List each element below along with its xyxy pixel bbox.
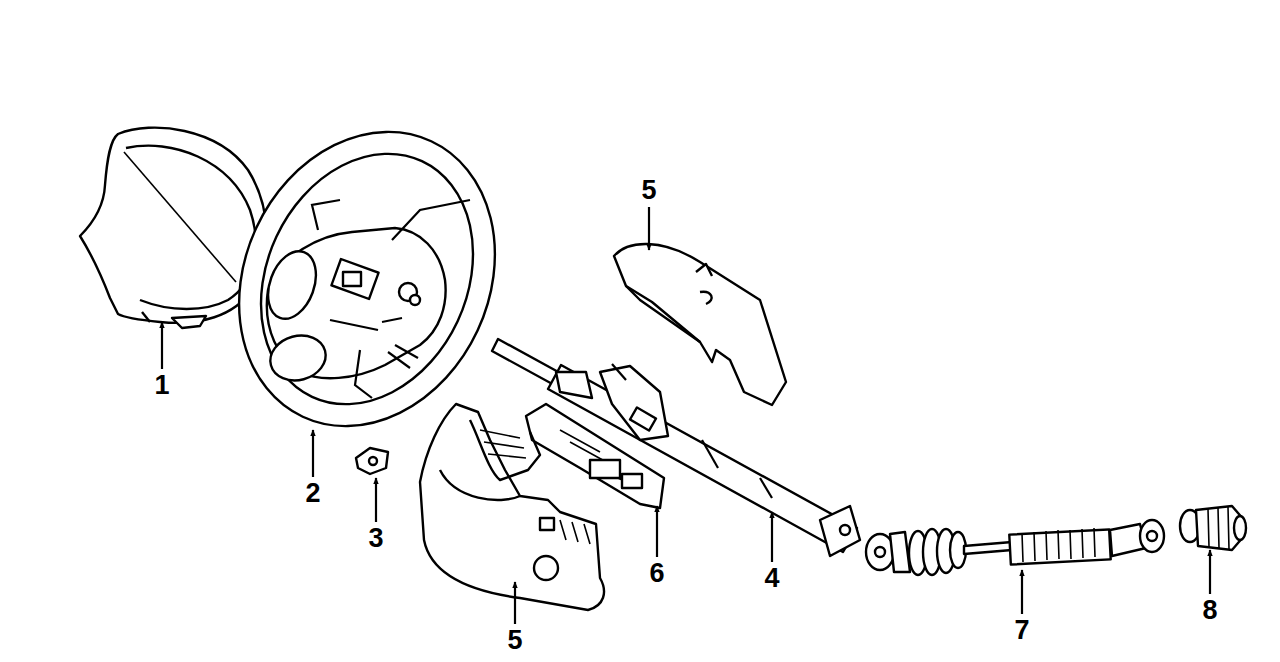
bracket xyxy=(356,448,388,474)
steering-wheel-part xyxy=(392,200,470,240)
callout-number: 5 xyxy=(641,177,656,204)
lower-shroud xyxy=(420,404,604,610)
lower-shroud-part xyxy=(480,430,526,458)
mounting-plate-part xyxy=(622,474,642,488)
steering-wheel-part xyxy=(265,330,330,387)
coupler xyxy=(1180,506,1246,550)
callout-number: 6 xyxy=(649,560,664,587)
coupler-part xyxy=(1208,507,1229,549)
upper-shroud-part xyxy=(626,286,700,342)
steering-column-part xyxy=(630,407,656,430)
callout-number: 8 xyxy=(1202,597,1217,624)
steering-wheel-part xyxy=(192,90,542,469)
intermediate-shaft-part xyxy=(1022,528,1095,562)
mounting-plate-part xyxy=(590,460,620,478)
bracket-part xyxy=(356,448,388,474)
leader-lines-part xyxy=(771,512,773,562)
mounting-plate-part xyxy=(526,404,664,508)
lower-shroud-part xyxy=(540,518,554,530)
air-bag-module-part xyxy=(142,312,150,322)
callout-number: 2 xyxy=(305,480,320,507)
air-bag-module-part xyxy=(126,146,256,309)
steering-column-part xyxy=(760,478,772,498)
steering-wheel-part xyxy=(221,119,512,439)
steering-wheel-part xyxy=(312,200,340,230)
upper-shroud-part xyxy=(696,264,712,276)
leader-lines-part xyxy=(1021,570,1023,614)
leader-lines xyxy=(162,207,1210,624)
steering-wheel-part xyxy=(395,345,418,358)
steering-column-part xyxy=(702,440,718,468)
steering-wheel-part xyxy=(343,272,361,286)
bracket-part xyxy=(369,457,377,465)
air-bag-module-part xyxy=(172,316,206,328)
callout-number: 1 xyxy=(154,372,169,399)
intermediate-shaft-part xyxy=(1009,529,1110,564)
lower-shroud-part xyxy=(534,556,558,580)
leader-lines-part xyxy=(161,322,163,369)
lower-shroud-part xyxy=(420,404,604,610)
steering-wheel-part xyxy=(382,318,402,322)
intermediate-shaft-part xyxy=(1147,531,1157,541)
intermediate-shaft xyxy=(866,520,1164,575)
intermediate-shaft-part xyxy=(1140,520,1164,552)
callout-number: 5 xyxy=(507,627,522,654)
mounting-plate xyxy=(526,404,664,508)
lower-shroud-part xyxy=(440,470,520,500)
callout-number: 3 xyxy=(368,525,383,552)
steering-column-part xyxy=(492,339,562,386)
steering-wheel-part xyxy=(355,350,372,398)
intermediate-shaft-part xyxy=(964,542,1012,554)
steering-column-part xyxy=(612,364,626,380)
steering-wheel-part xyxy=(259,245,324,326)
intermediate-shaft-part xyxy=(890,532,910,572)
steering-column-part xyxy=(556,372,592,398)
lower-shroud-part xyxy=(560,520,590,544)
steering-wheel-part xyxy=(331,259,378,299)
leader-lines-part xyxy=(1209,550,1211,594)
steering-wheel-part xyxy=(330,320,378,330)
steering-column-part xyxy=(820,506,860,556)
leader-lines-part xyxy=(312,430,314,477)
intermediate-shaft-part xyxy=(875,547,885,557)
leader-lines-part xyxy=(648,207,650,250)
leader-lines-part xyxy=(514,582,516,624)
lower-shroud-part xyxy=(470,420,540,480)
coupler-part xyxy=(1234,516,1246,540)
leader-lines-part xyxy=(375,478,377,522)
steering-wheel-part xyxy=(410,295,420,305)
steering-column-part xyxy=(600,366,668,440)
callout-number: 4 xyxy=(764,565,779,592)
steering-column-part xyxy=(840,525,850,535)
upper-shroud-part xyxy=(700,292,712,304)
steering-wheel-part xyxy=(388,352,410,368)
steering-wheel xyxy=(192,90,542,469)
callout-number: 7 xyxy=(1014,617,1029,644)
steering-column xyxy=(492,339,860,556)
air-bag-module-part xyxy=(124,152,236,282)
leader-lines-part xyxy=(656,506,658,557)
